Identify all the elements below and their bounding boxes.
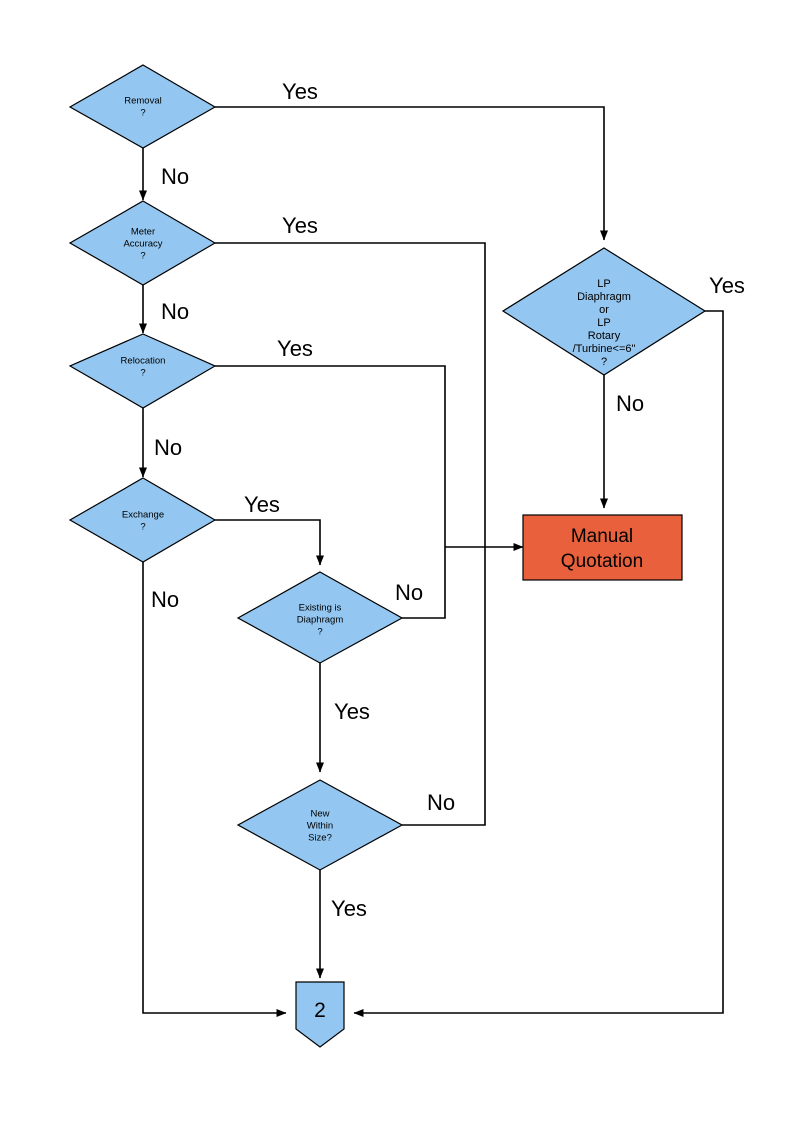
edge-exchange-no: [142, 562, 287, 1017]
lp-check-label-line-7: ?: [601, 356, 607, 368]
meter-accuracy-label-line-2: Accuracy: [123, 239, 162, 250]
edge-label-lp-check-yes: Yes: [709, 273, 745, 298]
manual-quotation-label-line-1: Manual: [571, 526, 633, 547]
lp-check-label-line-2: Diaphragm: [577, 291, 631, 303]
edge-meter-accuracy-yes: [215, 242, 486, 547]
removal-label-line-2: ?: [140, 108, 145, 119]
meter-accuracy-label-line-1: Meter: [131, 227, 155, 238]
relocation-label-line-1: Relocation: [121, 356, 166, 367]
connector-two-label: 2: [314, 999, 326, 1022]
manual-quotation-label-line-2: Quotation: [561, 551, 643, 572]
exchange-label-line-1: Exchange: [122, 510, 164, 521]
existing-is-diaphragm-label-line-1: Existing is: [299, 603, 342, 614]
new-within-size-diamond[interactable]: [236, 779, 404, 871]
removal-diamond[interactable]: [68, 64, 217, 149]
node-meter-accuracy[interactable]: Meter Accuracy ?: [68, 200, 217, 286]
lp-check-label-line-1: LP: [597, 278, 610, 290]
edge-label-existing-is-diaphragm-yes: Yes: [334, 699, 370, 724]
edge-exchange-yes: [215, 519, 324, 566]
new-within-size-label-line-1: New: [310, 809, 329, 820]
node-connector-two[interactable]: 2: [295, 981, 345, 1048]
existing-is-diaphragm-diamond[interactable]: [236, 571, 404, 664]
node-lp-check[interactable]: LP Diaphragm or LP Rotary /Turbine<=6" ?: [501, 247, 707, 376]
exchange-diamond[interactable]: [68, 477, 217, 563]
lp-check-label-line-3: or: [599, 304, 609, 316]
node-manual-quotation[interactable]: Manual Quotation: [522, 514, 683, 581]
node-exchange[interactable]: Exchange ?: [68, 477, 217, 563]
edge-label-lp-check-no: No: [616, 391, 644, 416]
new-within-size-label-line-2: Within: [307, 821, 333, 832]
lp-check-diamond[interactable]: [501, 247, 707, 376]
edge-label-meter-accuracy-yes: Yes: [282, 213, 318, 238]
edge-relocation-yes: [215, 365, 446, 547]
existing-is-diaphragm-label-line-3: ?: [317, 627, 322, 638]
removal-label-line-1: Removal: [124, 96, 162, 107]
new-within-size-label-line-3: Size?: [308, 833, 332, 844]
exchange-label-line-2: ?: [140, 522, 145, 533]
edge-label-exchange-yes: Yes: [244, 492, 280, 517]
manual-quotation-box[interactable]: [522, 514, 683, 581]
lp-check-label-line-5: Rotary: [588, 330, 621, 342]
lp-check-label-line-6: /Turbine<=6": [573, 343, 636, 355]
edge-label-new-within-size-no: No: [427, 790, 455, 815]
edge-label-new-within-size-yes: Yes: [331, 896, 367, 921]
edge-label-relocation-no: No: [154, 435, 182, 460]
edge-existing-is-diaphragm-no: [402, 547, 446, 619]
node-existing-is-diaphragm[interactable]: Existing is Diaphragm ?: [236, 571, 404, 664]
edge-removal-yes: [215, 106, 608, 241]
node-removal[interactable]: Removal ?: [68, 64, 217, 149]
edge-label-meter-accuracy-no: No: [161, 299, 189, 324]
edge-lp-check-yes: [353, 310, 724, 1017]
relocation-diamond[interactable]: [68, 333, 217, 409]
edge-label-removal-yes: Yes: [282, 79, 318, 104]
node-relocation[interactable]: Relocation ?: [68, 333, 217, 409]
relocation-label-line-2: ?: [140, 368, 145, 379]
edge-label-removal-no: No: [161, 164, 189, 189]
connector-two-shape[interactable]: [295, 981, 345, 1048]
edge-new-within-size-no: [402, 547, 486, 826]
lp-check-label-line-4: LP: [597, 317, 610, 329]
edge-label-relocation-yes: Yes: [277, 336, 313, 361]
existing-is-diaphragm-label-line-2: Diaphragm: [297, 615, 344, 626]
node-new-within-size[interactable]: New Within Size?: [236, 779, 404, 871]
meter-accuracy-label-line-3: ?: [140, 251, 145, 262]
meter-accuracy-diamond[interactable]: [68, 200, 217, 286]
edge-label-existing-is-diaphragm-no: No: [395, 580, 423, 605]
edge-label-exchange-no: No: [151, 587, 179, 612]
